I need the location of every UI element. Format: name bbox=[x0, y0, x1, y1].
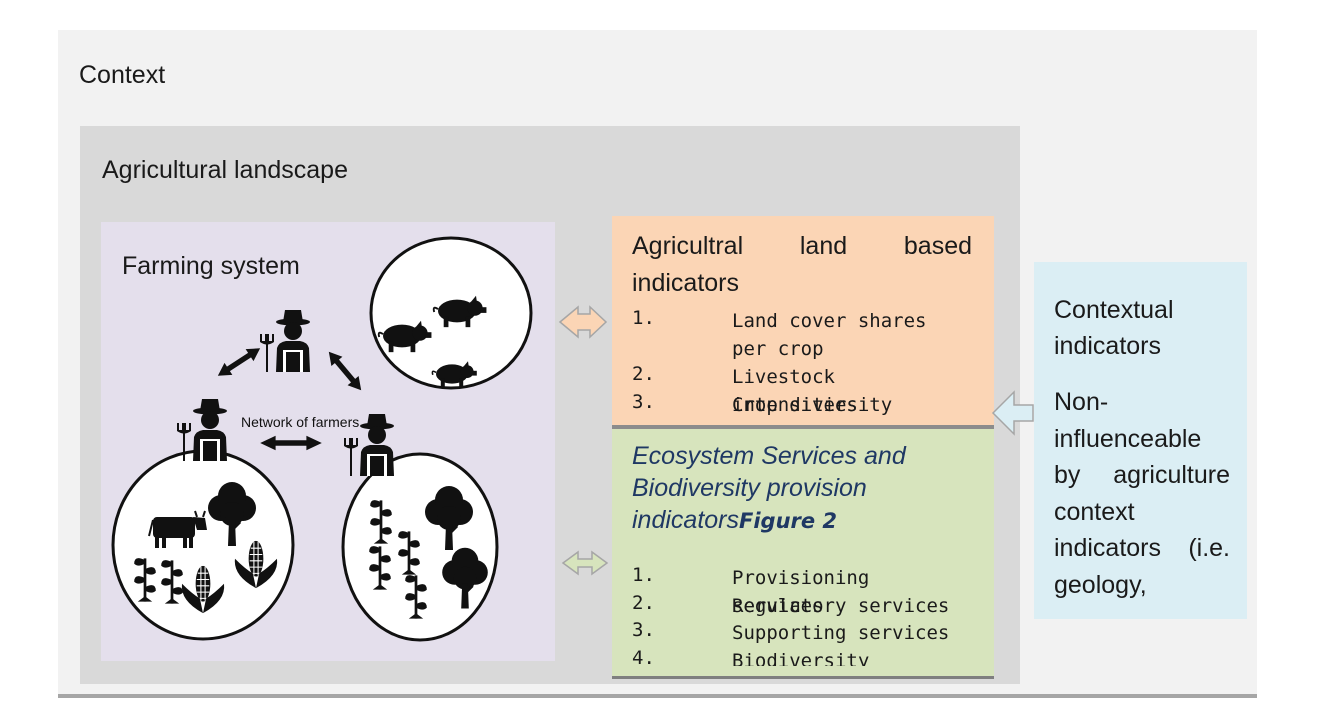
list-item-number: 4. bbox=[632, 647, 655, 666]
agri-link-arrow bbox=[558, 305, 608, 339]
eco-indicators-box bbox=[612, 429, 994, 676]
contextual-arrow bbox=[991, 390, 1034, 436]
contextual-indicators-description: Non-influenceable by agriculture context… bbox=[1054, 388, 1230, 599]
list-item: Crop diversity bbox=[732, 394, 893, 416]
crop-farm-circle bbox=[341, 452, 499, 642]
list-item: Regulatory services bbox=[732, 595, 950, 617]
eco-indicators-list: 1. Provisioning services 2. Regulatory s… bbox=[632, 564, 982, 666]
double-arrow-icon bbox=[260, 435, 322, 451]
list-item: Biodiversity bbox=[732, 650, 870, 666]
figure-reference[interactable]: Figure 2 bbox=[739, 509, 838, 533]
contextual-indicators-box bbox=[1034, 262, 1247, 619]
farming-system-title: Farming system bbox=[122, 252, 300, 280]
list-item-number: 1. bbox=[632, 564, 655, 586]
list-item-number: 1. bbox=[632, 307, 655, 329]
agri-indicators-box bbox=[612, 216, 994, 426]
list-item-number: 2. bbox=[632, 592, 655, 614]
agri-indicators-title: Agricultral land based indicators bbox=[632, 232, 972, 297]
eco-box-bottom-rule bbox=[612, 676, 994, 679]
list-item-number: 2. bbox=[632, 363, 655, 385]
eco-indicators-title: Ecosystem Services and Biodiversity prov… bbox=[632, 440, 972, 537]
double-arrow-icon bbox=[323, 347, 367, 395]
network-label: Network of farmers bbox=[241, 414, 360, 430]
farmer-icon bbox=[260, 310, 310, 372]
list-item-number: 3. bbox=[632, 619, 655, 641]
list-item: Supporting services bbox=[732, 622, 950, 644]
mixed-farm-circle bbox=[111, 449, 295, 641]
list-item-number: 3. bbox=[632, 391, 655, 413]
farmer-icon bbox=[177, 399, 227, 461]
list-item: Provisioning services bbox=[732, 567, 870, 617]
contextual-indicators-title: Contextual indicators bbox=[1054, 296, 1174, 360]
agri-indicators-list: 1. Land cover shares per crop 2. Livesto… bbox=[632, 307, 982, 422]
eco-indicators-title-text: Ecosystem Services and Biodiversity prov… bbox=[632, 442, 906, 534]
context-bottom-rule bbox=[58, 694, 1257, 698]
list-item: Land cover shares per crop bbox=[732, 310, 927, 360]
landscape-title: Agricultural landscape bbox=[102, 156, 348, 184]
context-title: Context bbox=[79, 61, 166, 89]
indicators-divider bbox=[612, 425, 994, 429]
list-item: Livestock intensities bbox=[732, 366, 858, 416]
double-arrow-icon bbox=[213, 342, 265, 382]
eco-link-arrow bbox=[561, 550, 609, 576]
